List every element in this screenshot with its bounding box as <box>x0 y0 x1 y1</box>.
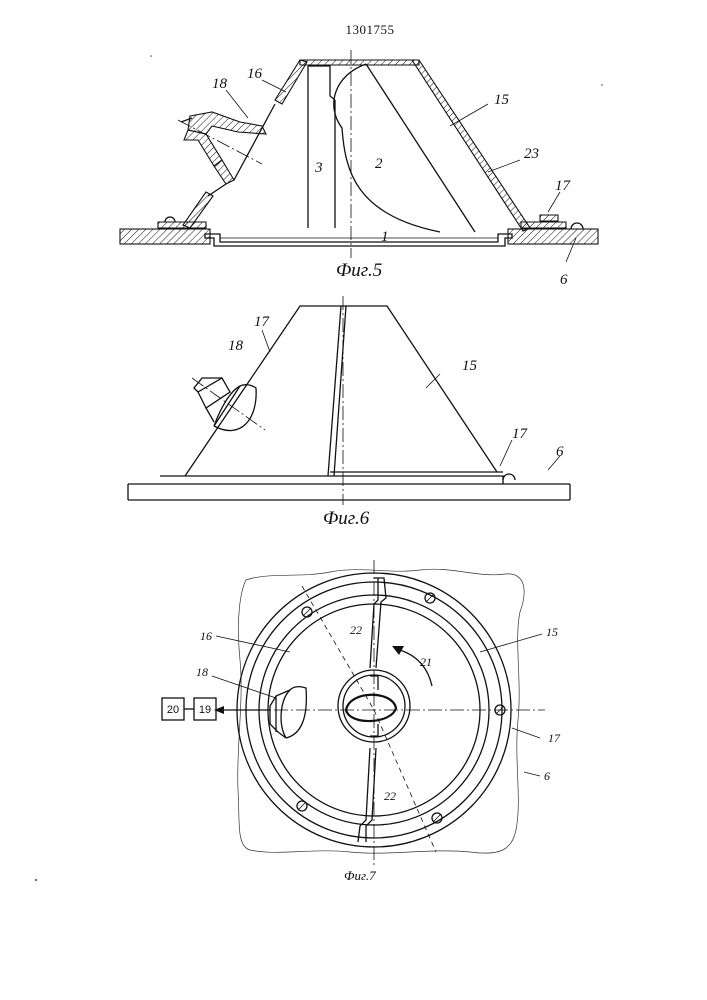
slit-bottom <box>358 748 376 842</box>
slit-top <box>370 578 386 668</box>
label-15: 15 <box>462 358 478 374</box>
label-1: 1 <box>381 229 389 245</box>
label-15: 15 <box>494 92 510 108</box>
rotor-blade <box>346 695 396 721</box>
label-17-top: 17 <box>254 314 271 330</box>
inner-cone-curve <box>334 64 440 232</box>
label-6: 6 <box>556 444 564 460</box>
label-18: 18 <box>212 76 228 92</box>
figure-6: 17 18 15 17 6 Фиг.6 <box>128 296 570 529</box>
label-22-top: 22 <box>350 623 362 637</box>
figure-5: 18 16 15 23 3 2 17 1 6 Фиг.5 <box>120 50 598 288</box>
fig6-caption: Фиг.6 <box>323 508 370 529</box>
fig7-caption: Фиг.7 <box>344 868 376 883</box>
label-6: 6 <box>544 769 550 783</box>
bottom-disk <box>205 234 512 246</box>
sensor-housing <box>188 112 266 134</box>
label-17: 17 <box>555 178 572 194</box>
base-6 <box>128 484 570 500</box>
label-16: 16 <box>247 66 263 82</box>
label-16: 16 <box>200 629 212 643</box>
cone-wall-right <box>412 60 530 231</box>
scan-dot <box>150 55 152 57</box>
sensor-18-top <box>281 687 306 738</box>
scan-dot <box>601 84 603 86</box>
fig5-caption: Фиг.5 <box>336 260 382 281</box>
cone-outline <box>185 306 497 476</box>
label-3: 3 <box>314 160 323 176</box>
label-18: 18 <box>196 665 208 679</box>
label-2: 2 <box>375 156 383 172</box>
figure-7: 20 19 22 16 21 15 18 17 6 22 Фиг.7 <box>162 560 561 883</box>
label-21: 21 <box>420 655 432 669</box>
box-19-label: 19 <box>199 704 211 716</box>
base-plate-left <box>120 229 210 244</box>
label-17: 17 <box>548 731 561 745</box>
patent-number: 1301755 <box>346 22 395 37</box>
label-23: 23 <box>524 146 539 162</box>
label-22-bottom: 22 <box>384 789 396 803</box>
scan-dot <box>35 879 37 881</box>
box-20-label: 20 <box>167 704 179 716</box>
label-18: 18 <box>228 338 244 354</box>
label-15: 15 <box>546 625 558 639</box>
label-17-bottom: 17 <box>512 426 529 442</box>
flange-17 <box>160 472 503 484</box>
cone-top <box>300 60 419 65</box>
flange-left <box>158 222 206 228</box>
bolts <box>297 593 505 823</box>
base-plate-right <box>508 229 598 244</box>
flange-right <box>521 222 566 228</box>
label-6: 6 <box>560 272 568 288</box>
cone-wall-left <box>275 60 307 104</box>
rotor-bar <box>308 66 335 228</box>
